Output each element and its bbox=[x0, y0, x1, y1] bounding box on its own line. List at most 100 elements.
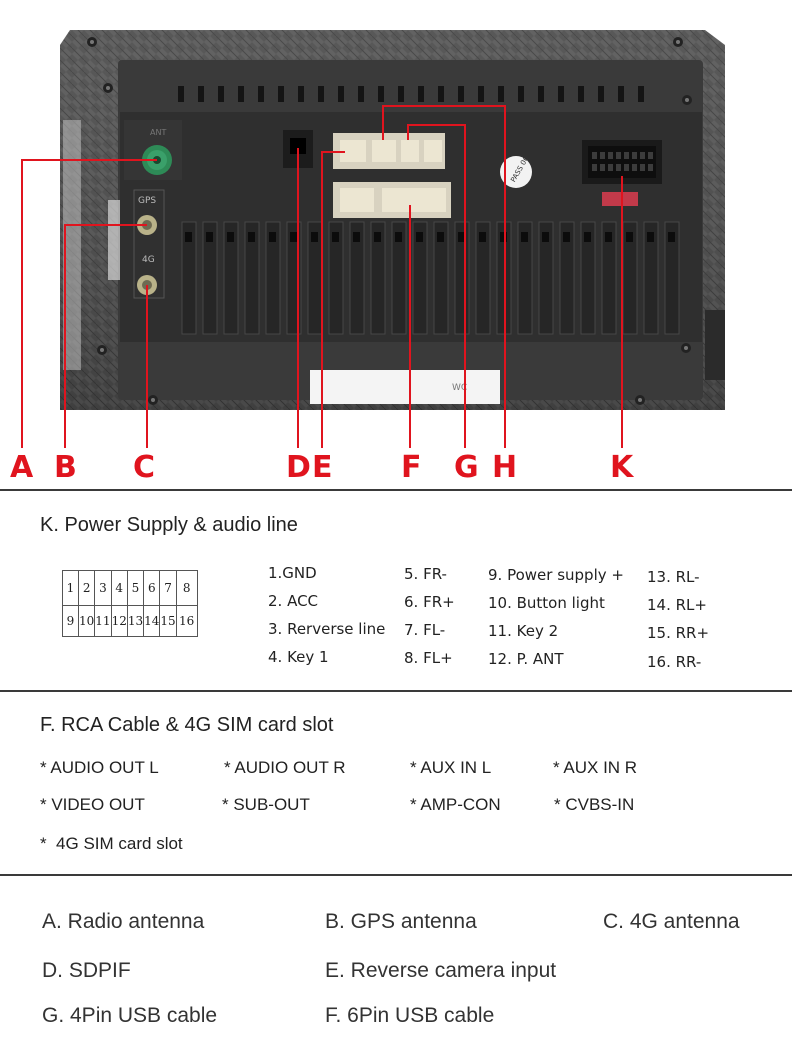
radio-antenna-port: ANT bbox=[124, 120, 182, 180]
callout-line-b bbox=[64, 224, 147, 448]
fin-slot bbox=[311, 232, 318, 242]
fin-slot bbox=[668, 232, 675, 242]
grid-cell: 9 bbox=[62, 605, 79, 637]
svg-text:4G: 4G bbox=[142, 255, 155, 265]
fin-slot bbox=[437, 232, 444, 242]
legend-item: B. GPS antenna bbox=[325, 910, 477, 933]
iso-pin bbox=[648, 164, 653, 171]
pin-label: 8. FL+ bbox=[404, 649, 453, 667]
vent-slot bbox=[518, 86, 524, 102]
fin-slot bbox=[521, 232, 528, 242]
callout-line-e bbox=[321, 151, 345, 448]
fin bbox=[538, 221, 554, 335]
iso-pin bbox=[640, 164, 645, 171]
callout-letter-e: E bbox=[312, 450, 333, 485]
iso-pin bbox=[616, 152, 621, 159]
iso-pin bbox=[632, 164, 637, 171]
callout-lines bbox=[21, 105, 623, 448]
power-section-title: K. Power Supply & audio line bbox=[40, 514, 298, 536]
fin-slot bbox=[416, 232, 423, 242]
fin bbox=[475, 221, 491, 335]
vent-slot bbox=[398, 86, 404, 102]
legend-item: D. SDPIF bbox=[42, 959, 131, 982]
pin-label: 9. Power supply + bbox=[488, 566, 624, 584]
rca-section-title: F. RCA Cable & 4G SIM card slot bbox=[40, 714, 334, 736]
fin-slot bbox=[290, 232, 297, 242]
grid-cell: 12 bbox=[110, 605, 128, 637]
fin-slot bbox=[269, 232, 276, 242]
pin-label: 11. Key 2 bbox=[488, 622, 559, 640]
top-vent-slots bbox=[178, 86, 644, 102]
grid-cell: 13 bbox=[126, 605, 145, 637]
vent-slot bbox=[378, 86, 384, 102]
pin-label: 4. Key 1 bbox=[268, 648, 329, 666]
callout-line-g bbox=[407, 124, 466, 448]
grid-cell: 11 bbox=[94, 605, 112, 637]
callout-letter-h: H bbox=[492, 450, 517, 485]
fin bbox=[391, 221, 407, 335]
rca-item: * 4G SIM card slot bbox=[40, 834, 183, 853]
fin-slot bbox=[647, 232, 654, 242]
fin-slot bbox=[206, 232, 213, 242]
fin-slot bbox=[227, 232, 234, 242]
rca-item: * VIDEO OUT bbox=[40, 795, 145, 814]
fin bbox=[643, 221, 659, 335]
iso-pin bbox=[592, 152, 597, 159]
svg-text:GPS: GPS bbox=[138, 196, 156, 206]
iso-pin bbox=[608, 164, 613, 171]
vent-slot bbox=[538, 86, 544, 102]
rca-item: * AUDIO OUT L bbox=[40, 758, 159, 777]
svg-text:WC: WC bbox=[452, 383, 467, 393]
fin-slot bbox=[479, 232, 486, 242]
pin-label: 2. ACC bbox=[268, 592, 319, 610]
fin-slot bbox=[563, 232, 570, 242]
pin-label: 10. Button light bbox=[488, 594, 605, 612]
iso-pin bbox=[592, 164, 597, 171]
fin bbox=[244, 221, 260, 335]
grid-cell: 6 bbox=[143, 570, 161, 606]
pin-label: 1.GND bbox=[268, 564, 317, 582]
iso-pin bbox=[600, 164, 605, 171]
grid-cell: 8 bbox=[175, 570, 198, 606]
vent-slot bbox=[178, 86, 184, 102]
legend-item: G. 4Pin USB cable bbox=[42, 1004, 218, 1027]
iso-pin bbox=[600, 152, 605, 159]
fin-slot bbox=[353, 232, 360, 242]
svg-text:ANT: ANT bbox=[150, 128, 166, 137]
iso-pin bbox=[608, 152, 613, 159]
fin bbox=[412, 221, 428, 335]
vent-slot bbox=[638, 86, 644, 102]
callout-letter-g: G bbox=[454, 450, 479, 485]
grid-cell: 10 bbox=[77, 605, 96, 637]
fin-slot bbox=[395, 232, 402, 242]
vent-slot bbox=[278, 86, 284, 102]
callout-letter-d: D bbox=[286, 450, 311, 485]
vent-slot bbox=[238, 86, 244, 102]
callout-letter-c: C bbox=[133, 450, 155, 485]
vent-slot bbox=[358, 86, 364, 102]
fin bbox=[265, 221, 281, 335]
pin-label: 7. FL- bbox=[404, 621, 446, 639]
fin-slot bbox=[542, 232, 549, 242]
rca-item: * SUB-OUT bbox=[222, 795, 310, 814]
iso-pin bbox=[624, 152, 629, 159]
rca-item: * AUDIO OUT R bbox=[224, 758, 346, 777]
rca-item: * AMP-CON bbox=[410, 795, 501, 814]
pin-label: 15. RR+ bbox=[647, 624, 710, 642]
vent-slot bbox=[298, 86, 304, 102]
fin-slot bbox=[584, 232, 591, 242]
pin-label: 13. RL- bbox=[647, 568, 700, 586]
legend-item: F. 6Pin USB cable bbox=[325, 1004, 495, 1027]
fin bbox=[433, 221, 449, 335]
fin-slot bbox=[605, 232, 612, 242]
vent-slot bbox=[458, 86, 464, 102]
vent-slot bbox=[198, 86, 204, 102]
grid-cell: 3 bbox=[94, 570, 112, 606]
vent-slot bbox=[258, 86, 264, 102]
callout-letter-b: B bbox=[54, 450, 77, 485]
fin bbox=[601, 221, 617, 335]
fin bbox=[559, 221, 575, 335]
iso-pin bbox=[632, 152, 637, 159]
legend-item: A. Radio antenna bbox=[42, 910, 205, 933]
vent-slot bbox=[618, 86, 624, 102]
